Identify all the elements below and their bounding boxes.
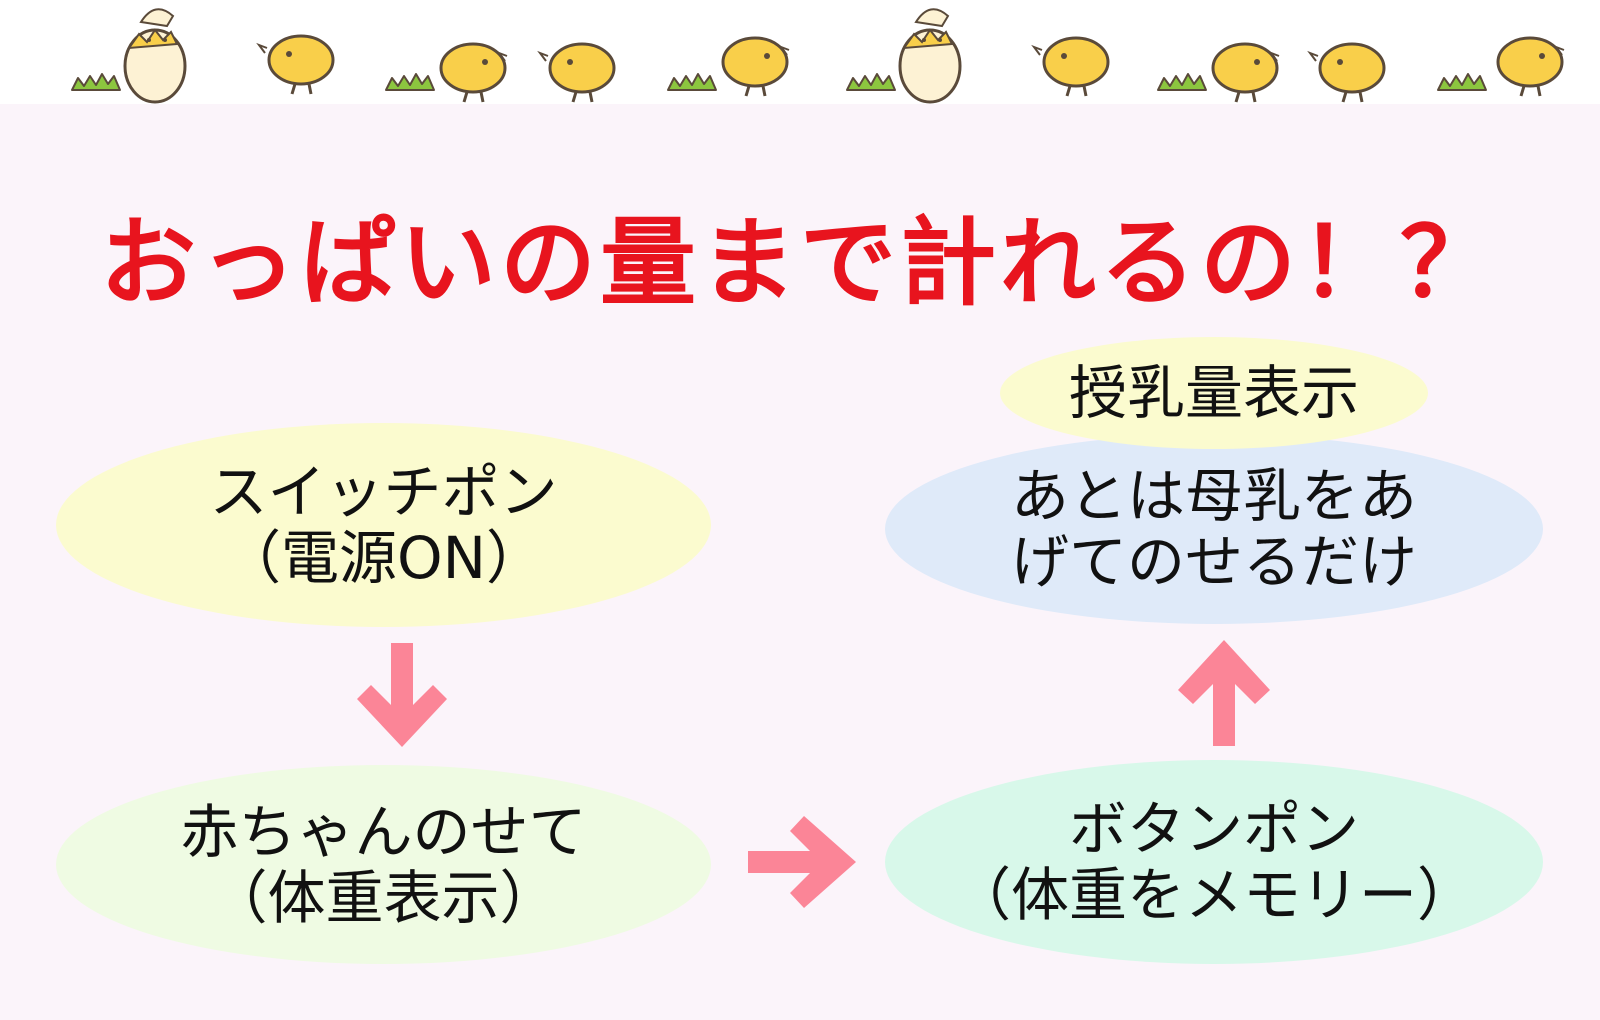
- step-sublabel: （体重表示）: [209, 863, 558, 932]
- chick-border-icon: [71, 8, 1565, 104]
- step-sublabel: （体重をメモリー）: [952, 861, 1475, 929]
- chick-icon: [721, 36, 790, 97]
- chick-icon: [1031, 36, 1110, 97]
- step-button-memory: ボタンポン （体重をメモリー）: [885, 760, 1543, 964]
- grass-icon: [1437, 73, 1487, 91]
- step-sublabel: （電源ON）: [222, 524, 545, 592]
- grass-icon: [71, 73, 121, 91]
- step-label: ボタンポン: [1068, 795, 1359, 863]
- egg-chick-icon: [123, 8, 187, 104]
- grass-icon: [667, 73, 717, 91]
- chick-icon: [537, 42, 616, 103]
- step-switch-on: スイッチポン （電源ON）: [56, 423, 711, 627]
- chick-icon: [1496, 36, 1565, 97]
- page-title: おっぱいの量まで計れるの！？: [100, 207, 1500, 319]
- chick-icon: [1307, 42, 1386, 103]
- step-breastfeed-weigh: あとは母乳をあ げてのせるだけ: [885, 434, 1543, 624]
- chick-icon: [1211, 42, 1280, 103]
- step-feeding-amount: 授乳量表示: [1000, 337, 1428, 449]
- step-label: 赤ちゃんのせて: [180, 797, 587, 866]
- arrow-up-icon: [1178, 640, 1270, 746]
- chick-border-banner: [0, 0, 1600, 104]
- chick-icon: [439, 42, 508, 103]
- step-place-baby: 赤ちゃんのせて （体重表示）: [56, 765, 711, 964]
- chick-icon: [256, 34, 335, 95]
- step-label: あとは母乳をあ: [1010, 462, 1417, 530]
- step-label: 授乳量表示: [1068, 359, 1359, 427]
- egg-chick-icon: [898, 8, 962, 104]
- step-label: スイッチポン: [209, 458, 558, 526]
- grass-icon: [846, 73, 896, 91]
- grass-icon: [1157, 73, 1207, 91]
- grass-icon: [385, 73, 435, 91]
- arrow-down-icon: [357, 643, 447, 747]
- step-label-2: げてのせるだけ: [1010, 528, 1417, 596]
- arrow-right-icon: [748, 816, 856, 908]
